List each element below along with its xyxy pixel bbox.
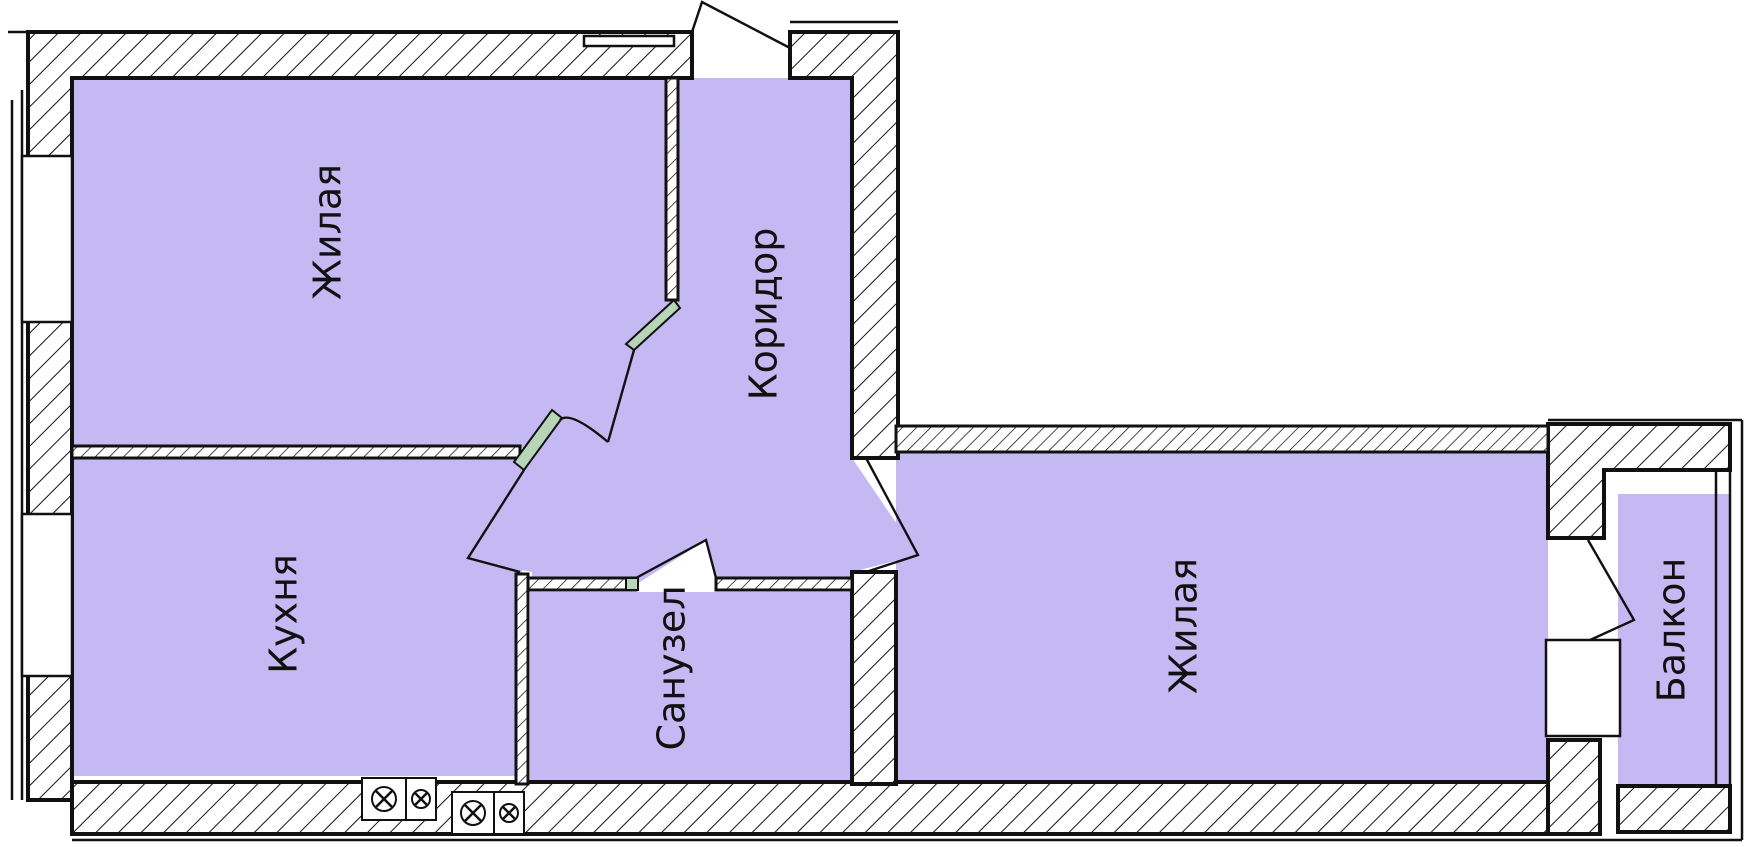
partition-bath-top-right [714,576,854,592]
wall-bottom [70,780,1550,836]
door-kitchen [466,469,526,574]
wall-bath-right [850,570,898,786]
burner-1-cross [375,790,393,808]
door-living-top [559,349,636,443]
partitions [70,76,1550,786]
door-living-right [864,457,920,574]
doors [466,0,1636,642]
room-balcony [1618,494,1730,786]
room-fills [72,78,1730,786]
wall-balcony-bottom-left [1546,738,1602,836]
window-kitchen [20,512,74,678]
partition-kitchen-top [70,444,522,460]
wall-balcony-top [1546,422,1732,540]
label-bathroom: Санузел [650,585,694,750]
partition-corridor-left [664,76,680,302]
door-balcony [1586,539,1636,642]
room-living-right [896,452,1548,786]
room-living-top [72,78,674,448]
door-entrance [690,0,791,50]
label-kitchen: Кухня [262,554,306,674]
room-labels: Жилая Коридор Кухня Санузел Жилая Балкон [262,164,1694,751]
burner-3-cross [464,804,482,822]
label-living-right: Жилая [1162,558,1206,694]
burner-2-cross [414,792,428,806]
label-living-top: Жилая [306,164,350,300]
room-kitchen [72,458,522,776]
wall-balcony-bottom [1616,784,1732,834]
stove-fixtures [361,777,525,835]
partition-bath-top-left [526,576,638,592]
windows [20,34,1732,786]
partition-bath-left [514,572,530,786]
partition-right-living-top [894,424,1550,454]
label-balcony: Балкон [1650,558,1694,703]
window-balcony-door [1544,638,1622,738]
burner-4-cross [502,806,516,820]
wall-top-right [788,30,900,460]
stub-bath-right [625,577,639,591]
window-top-wall [582,34,676,48]
label-corridor: Коридор [742,228,786,401]
window-living-top [20,154,74,324]
room-corridor [468,78,918,590]
room-bathroom [530,592,850,784]
door-bathroom [635,538,718,580]
